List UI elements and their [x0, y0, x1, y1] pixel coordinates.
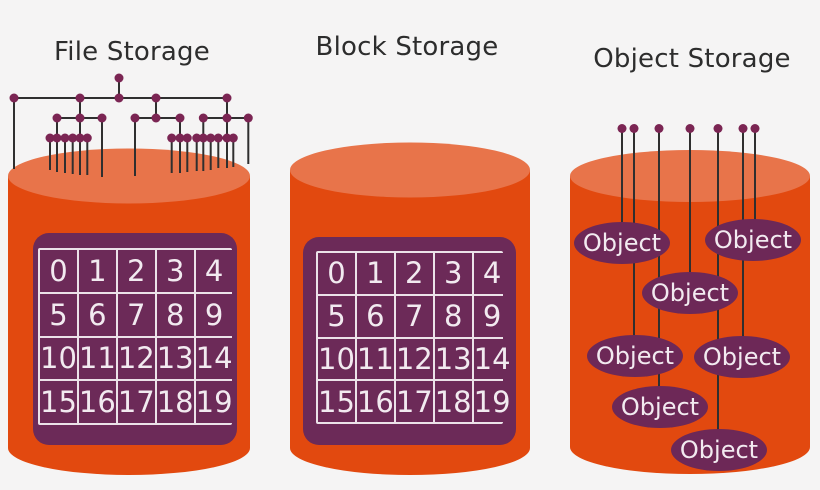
- object-ellipse: Object: [671, 429, 767, 471]
- block-cell: 12: [395, 338, 433, 380]
- block-storage-panel: 0 1 2 3 4 5 6 7 8 9 10 11 12 13 14 15 16…: [303, 237, 516, 445]
- block-cell: 6: [356, 295, 394, 337]
- block-storage-title: Block Storage: [315, 32, 499, 62]
- block-cell: 18: [434, 381, 472, 422]
- block-cell: 19: [195, 381, 233, 423]
- block-cell: 3: [156, 250, 194, 292]
- block-cell: 9: [473, 295, 511, 337]
- file-cylinder-top: [8, 148, 250, 204]
- object-ellipse: Object: [642, 272, 738, 314]
- block-cell: 14: [473, 338, 511, 380]
- block-cell: 15: [318, 381, 355, 422]
- block-cell: 0: [40, 250, 77, 292]
- block-cell: 19: [473, 381, 511, 422]
- block-cylinder-top: [290, 142, 530, 198]
- object-drop-dots: [617, 124, 760, 133]
- block-cell: 16: [78, 381, 116, 423]
- block-cell: 18: [156, 381, 194, 423]
- block-cell: 10: [318, 338, 355, 380]
- block-cell: 15: [40, 381, 77, 423]
- block-cell: 3: [434, 253, 472, 294]
- object-ellipse: Object: [587, 335, 683, 377]
- block-cell: 8: [156, 293, 194, 336]
- block-cell: 14: [195, 337, 233, 380]
- block-cell: 1: [78, 250, 116, 292]
- block-cell: 4: [195, 250, 233, 292]
- object-ellipse: Object: [705, 219, 801, 261]
- block-cell: 10: [40, 337, 77, 380]
- object-ellipse: Object: [612, 386, 708, 428]
- block-cell: 2: [117, 250, 155, 292]
- block-cell: 2: [395, 253, 433, 294]
- block-cell: 0: [318, 253, 355, 294]
- block-cell: 7: [395, 295, 433, 337]
- block-cell: 11: [78, 337, 116, 380]
- block-cell: 8: [434, 295, 472, 337]
- block-cell: 1: [356, 253, 394, 294]
- block-cell: 12: [117, 337, 155, 380]
- file-storage-block-grid: 0 1 2 3 4 5 6 7 8 9 10 11 12 13 14 15 16…: [38, 248, 233, 425]
- object-storage-title: Object Storage: [593, 44, 791, 74]
- block-cell: 13: [434, 338, 472, 380]
- block-cell: 17: [395, 381, 433, 422]
- file-storage-panel: 0 1 2 3 4 5 6 7 8 9 10 11 12 13 14 15 16…: [33, 233, 237, 445]
- object-ellipse: Object: [694, 336, 790, 378]
- block-cell: 5: [318, 295, 355, 337]
- block-cell: 6: [78, 293, 116, 336]
- block-cell: 13: [156, 337, 194, 380]
- file-storage-title: File Storage: [54, 37, 210, 67]
- block-cell: 4: [473, 253, 511, 294]
- block-cell: 5: [40, 293, 77, 336]
- block-cell: 7: [117, 293, 155, 336]
- file-tree-node-dots: [9, 73, 253, 143]
- block-storage-block-grid: 0 1 2 3 4 5 6 7 8 9 10 11 12 13 14 15 16…: [316, 251, 511, 424]
- block-cell: 17: [117, 381, 155, 423]
- block-cell: 9: [195, 293, 233, 336]
- object-ellipse: Object: [574, 222, 670, 264]
- block-cell: 16: [356, 381, 394, 422]
- block-cell: 11: [356, 338, 394, 380]
